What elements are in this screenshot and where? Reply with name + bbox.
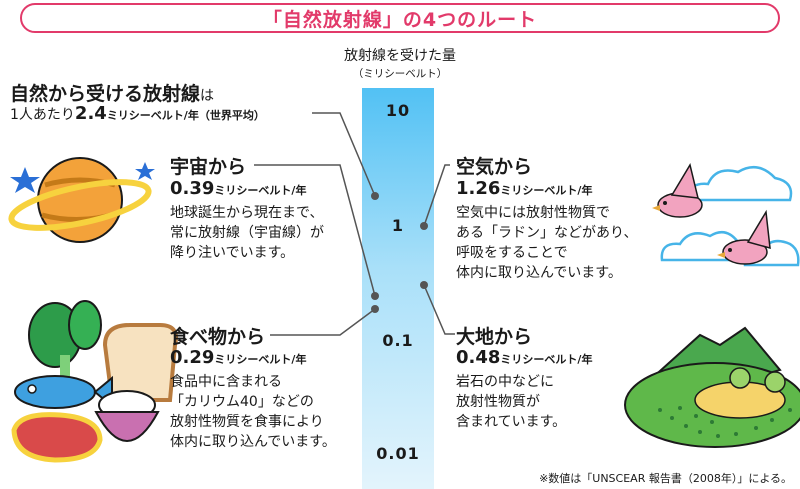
total-heading-suffix: は xyxy=(200,88,215,104)
dot-food xyxy=(371,305,379,313)
connector-ground xyxy=(423,284,455,335)
scale-unit: （ミリシーベルト） xyxy=(352,68,448,80)
food-value-line: 0.29ミリシーベルト/年 xyxy=(170,347,306,368)
star-icon xyxy=(135,162,155,180)
air-desc-line: 体内に取り込んでいます。 xyxy=(456,265,622,281)
food-unit: ミリシーベルト/年 xyxy=(214,353,307,366)
total-prefix: 1人あたり xyxy=(10,107,75,123)
bird-icon xyxy=(652,163,703,218)
ground-unit: ミリシーベルト/年 xyxy=(500,353,593,366)
air-value-line: 1.26ミリシーベルト/年 xyxy=(456,178,592,199)
dot-air xyxy=(420,222,428,230)
food-desc-line: 体内に取り込んでいます。 xyxy=(170,434,336,450)
total-heading-text: 自然から受ける放射線 xyxy=(10,83,201,105)
cosmic-description: 地球誕生から現在まで、 常に放射線（宇宙線）が 降り注いでいます。 xyxy=(170,203,324,263)
ground-value-line: 0.48ミリシーベルト/年 xyxy=(456,347,592,368)
cosmic-heading: 宇宙から xyxy=(170,156,247,178)
cosmic-desc-line: 常に放射線（宇宙線）が xyxy=(170,225,324,241)
steak-icon xyxy=(11,412,103,463)
scale-tick-0-01: 0.01 xyxy=(376,444,420,463)
fish-icon xyxy=(14,375,113,409)
food-desc-line: 「カリウム40」などの xyxy=(170,394,314,410)
air-unit: ミリシーベルト/年 xyxy=(500,184,593,197)
bread-icon xyxy=(102,323,178,402)
dot-cosmic xyxy=(371,292,379,300)
cloud-icon xyxy=(686,165,793,202)
scale-tick-10: 10 xyxy=(385,101,411,120)
ground-description: 岩石の中などに 放射性物質が 含まれています。 xyxy=(456,372,566,432)
air-heading: 空気から xyxy=(456,156,533,178)
connector-total xyxy=(312,112,376,197)
bird-icon xyxy=(717,209,771,265)
ground-desc-line: 岩石の中などに xyxy=(456,374,554,390)
food-description: 食品中に含まれる 「カリウム40」などの 放射性物質を食事により 体内に取り込ん… xyxy=(170,372,336,452)
food-desc-line: 放射性物質を食事により xyxy=(170,414,324,430)
cosmic-desc-line: 地球誕生から現在まで、 xyxy=(170,205,324,221)
ground-desc-line: 含まれています。 xyxy=(456,414,567,430)
dot-total xyxy=(371,192,379,200)
star-icon xyxy=(10,167,40,193)
cosmic-desc-line: 降り注いでいます。 xyxy=(170,245,295,261)
planet-icon xyxy=(8,157,152,243)
air-desc-line: 空気中には放射性物質で xyxy=(456,205,610,221)
food-desc-line: 食品中に含まれる xyxy=(170,374,282,390)
dot-ground xyxy=(420,281,428,289)
air-description: 空気中には放射性物質で ある「ラドン」などがあり、 呼吸をすることで 体内に取り… xyxy=(456,203,637,283)
air-desc-line: ある「ラドン」などがあり、 xyxy=(456,225,638,241)
title-banner: 「自然放射線」の4つのルート xyxy=(20,3,780,33)
cosmic-unit: ミリシーベルト/年 xyxy=(214,184,307,197)
scale-tick-1: 1 xyxy=(391,216,405,235)
scale-title: 放射線を受けた量 xyxy=(344,48,456,64)
scale-bar xyxy=(362,88,434,489)
ground-value: 0.48 xyxy=(456,347,501,368)
footnote: ※数値は「UNSCEAR 報告書（2008年）」による。 xyxy=(539,472,792,485)
cosmic-value-line: 0.39ミリシーベルト/年 xyxy=(170,178,306,199)
cosmic-value: 0.39 xyxy=(170,178,215,199)
total-value: 2.4 xyxy=(74,103,107,124)
hill-landscape-icon xyxy=(624,326,800,448)
ground-heading: 大地から xyxy=(456,326,533,348)
total-value-line: 1人あたり2.4ミリシーベルト/年（世界平均） xyxy=(10,103,265,124)
connector-food xyxy=(270,308,376,336)
rice-bowl-icon xyxy=(94,390,160,442)
total-note: （世界平均） xyxy=(198,109,265,122)
total-unit: ミリシーベルト/年 xyxy=(106,109,199,122)
connector-cosmic xyxy=(254,164,376,297)
food-heading: 食べ物から xyxy=(170,326,266,348)
air-value: 1.26 xyxy=(456,178,501,199)
page-title: 「自然放射線」の4つのルート xyxy=(262,8,538,31)
scale-tick-0-1: 0.1 xyxy=(382,331,414,350)
connector-air xyxy=(423,164,450,227)
total-heading: 自然から受ける放射線は xyxy=(10,79,214,106)
food-value: 0.29 xyxy=(170,347,215,368)
air-desc-line: 呼吸をすることで xyxy=(456,245,568,261)
ground-desc-line: 放射性物質が xyxy=(456,394,540,410)
vegetables-food-icon xyxy=(28,300,102,380)
